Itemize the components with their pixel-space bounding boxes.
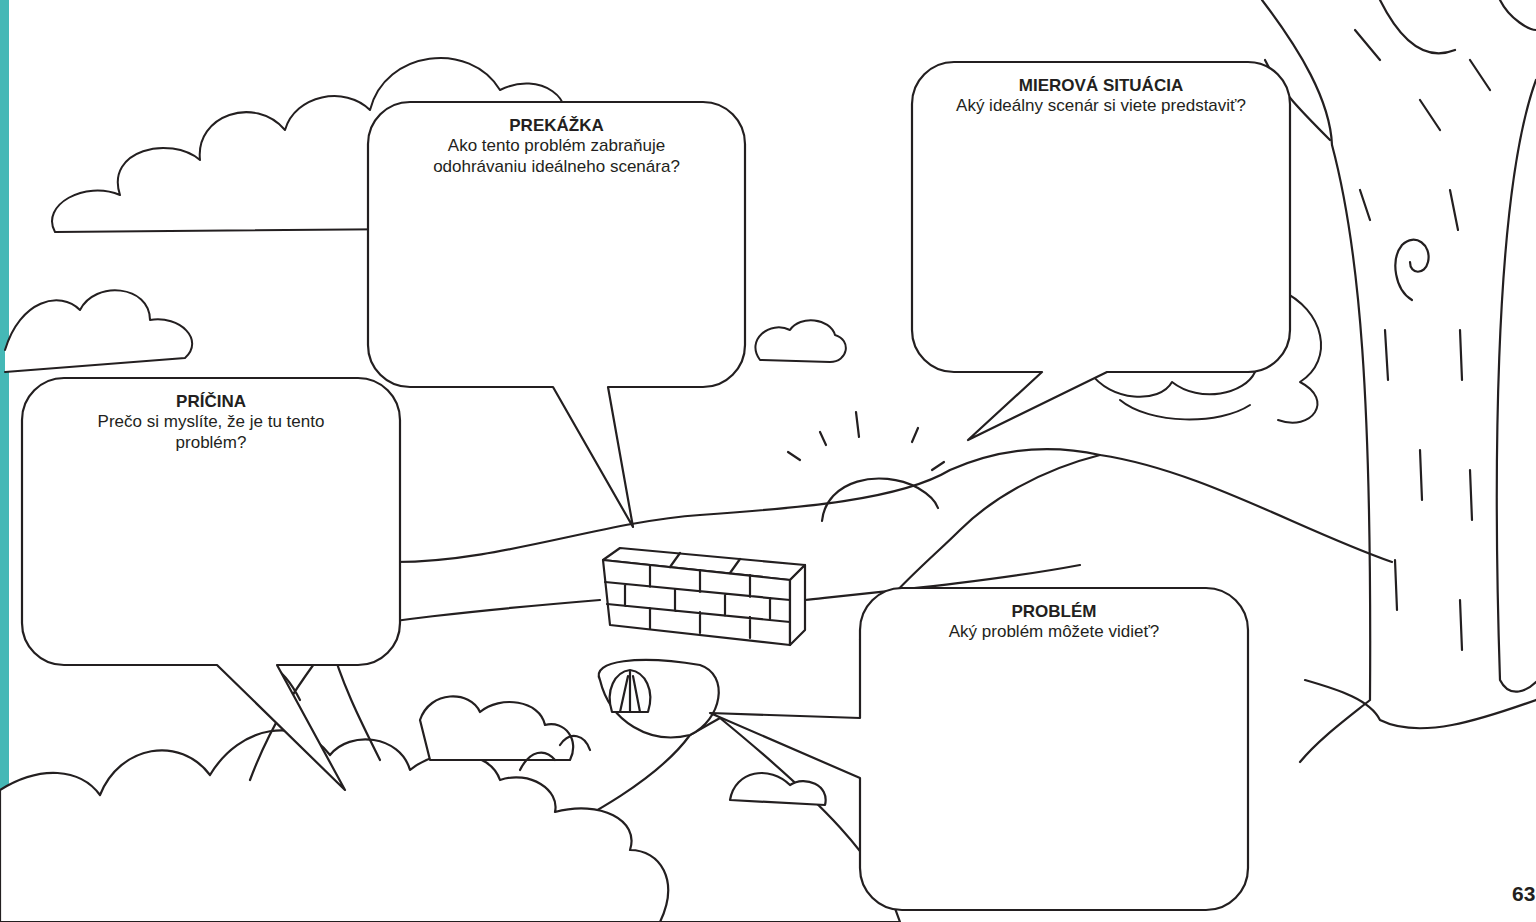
wall-front <box>603 560 790 645</box>
bark-texture <box>1355 30 1490 650</box>
bush <box>420 696 573 760</box>
sun-ray <box>856 412 859 437</box>
bubble-shape <box>710 588 1248 910</box>
speech-bubble: PREKÁŽKAAko tento problém zabraňuje odoh… <box>368 102 745 387</box>
hill-line <box>395 449 1392 562</box>
bubble-heading: PRÍČINA <box>67 392 355 412</box>
sun-ray <box>912 428 918 442</box>
grass <box>520 736 590 770</box>
wall-side <box>790 565 805 645</box>
cloud <box>1120 400 1250 419</box>
tree-branch <box>1500 0 1536 30</box>
tree-root <box>1305 680 1536 728</box>
bubble-question: Prečo si myslíte, že je tu tento problém… <box>67 412 355 453</box>
bush <box>730 773 826 805</box>
tree-knot <box>1395 240 1428 300</box>
page-number: 63 <box>1512 882 1535 906</box>
bubble-question: Aký problém môžete vidieť? <box>880 622 1228 642</box>
tree-trunk <box>1497 80 1536 692</box>
bubble-shape <box>368 102 745 527</box>
speech-bubble: MIEROVÁ SITUÁCIAAký ideálny scenár si vi… <box>912 62 1290 372</box>
sun-ray <box>788 452 800 460</box>
speech-bubble: PRÍČINAPrečo si myslíte, že je tu tento … <box>22 378 400 665</box>
cloud <box>1090 372 1255 397</box>
bubble-shape <box>22 378 400 790</box>
bubble-question: Aký ideálny scenár si viete predstaviť? <box>924 96 1278 116</box>
bubble-shape <box>912 62 1290 440</box>
side-stripe <box>0 0 9 922</box>
shell <box>610 670 651 712</box>
sun <box>822 479 938 521</box>
sun-ray <box>820 432 826 445</box>
speech-bubble: PROBLÉMAký problém môžete vidieť? <box>860 588 1248 910</box>
sun-ray <box>932 462 944 470</box>
tree-branch <box>1380 0 1455 53</box>
brick-lines <box>605 553 790 638</box>
cloud <box>5 290 192 372</box>
bubble-heading: PROBLÉM <box>880 602 1228 622</box>
bubble-heading: PREKÁŽKA <box>418 116 695 136</box>
cloud <box>755 320 845 362</box>
pond <box>599 660 719 737</box>
bubble-heading: MIEROVÁ SITUÁCIA <box>924 76 1278 96</box>
bubble-question: Ako tento problém zabraňuje odohrávaniu … <box>418 136 695 177</box>
